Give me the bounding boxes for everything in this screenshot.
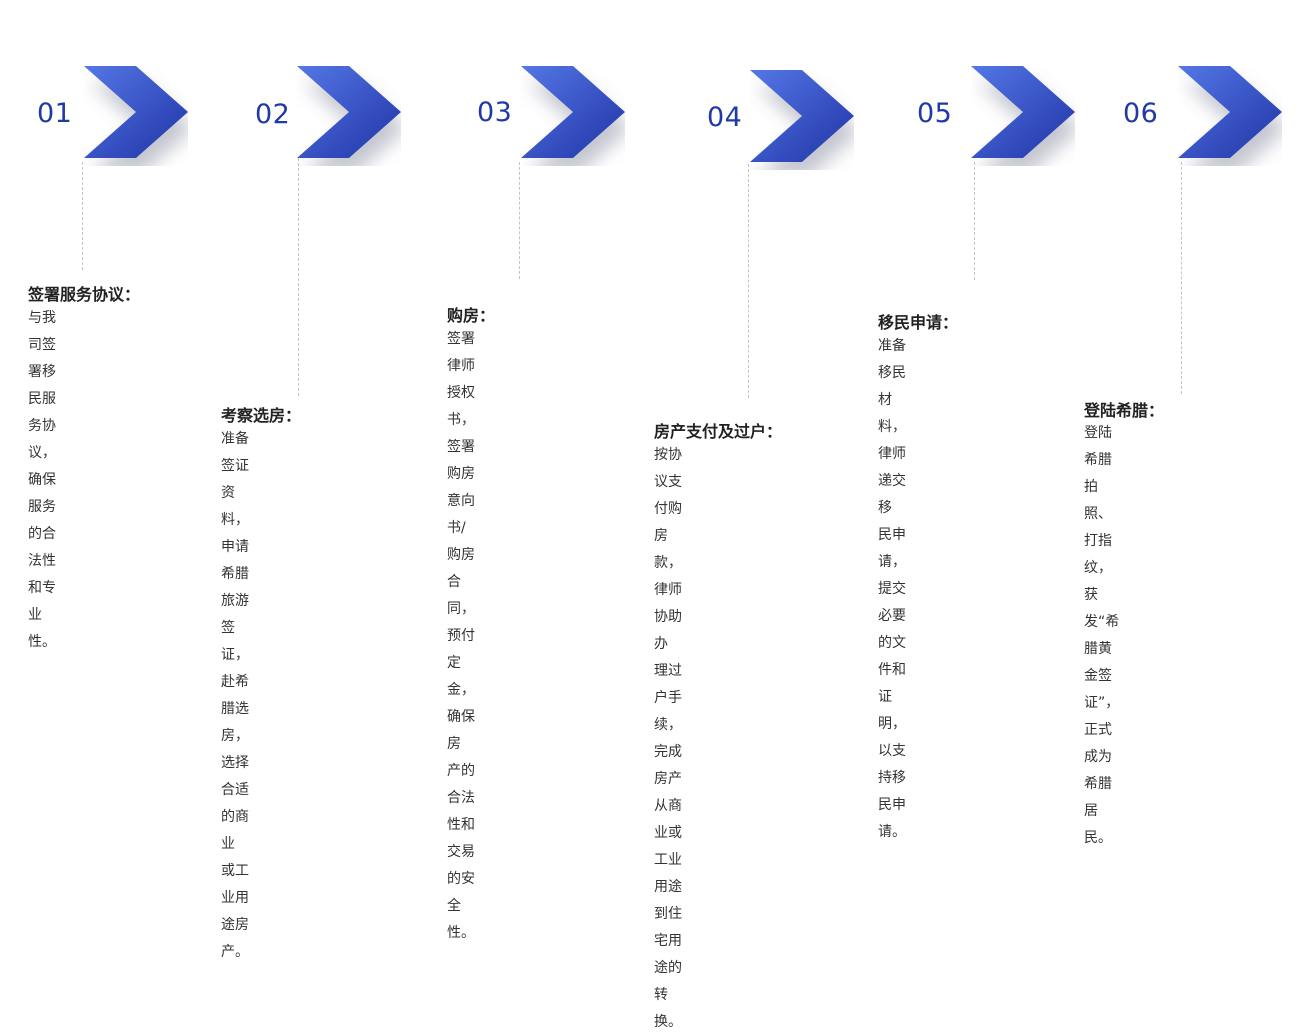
desc-line: 证明，以支持移民申请。 <box>878 689 906 840</box>
connector-line <box>1181 162 1182 394</box>
step-number: 05 <box>917 98 953 129</box>
desc-line: 理过户手续，完成房产从商业或 <box>654 663 682 841</box>
chevron-arrow-icon <box>750 70 854 162</box>
desc-line: 证，赴希腊选房，选择合适的商业 <box>221 647 249 852</box>
step-title: 登陆希腊： <box>1084 401 1165 420</box>
step-title: 房产支付及过户： <box>654 422 783 441</box>
chevron-arrow-icon <box>971 66 1075 158</box>
step-title: 签署服务协议： <box>28 285 141 304</box>
step-description: 按协议支付购房款，律师协助办 理过户手续，完成房产从商业或 工业用途到住宅用途的… <box>654 442 682 1036</box>
chevron-arrow-icon <box>1178 66 1282 158</box>
desc-line: 与我司签署移民服务协 <box>28 310 56 434</box>
step-number: 04 <box>707 102 743 133</box>
step-description: 准备移民材料，律师递交移 民申请，提交必要的文件和 证明，以支持移民申请。 <box>878 333 906 846</box>
desc-line: 和专业性。 <box>28 580 56 650</box>
step-title: 考察选房： <box>221 406 302 425</box>
step-number: 06 <box>1123 98 1159 129</box>
chevron-arrow-icon <box>297 66 401 158</box>
step-description: 准备签证资料，申请希腊旅游签 证，赴希腊选房，选择合适的商业 或工业用途房产。 <box>221 426 249 966</box>
connector-line <box>519 162 520 279</box>
step-title: 购房： <box>447 306 496 325</box>
step-description: 签署律师授权书，签署购房意向 书/购房合同，预付定金，确保房 产的合法性和交易的… <box>447 326 475 947</box>
step-number: 03 <box>477 97 513 128</box>
desc-line: 成为希腊居民。 <box>1084 749 1112 846</box>
desc-line: 准备签证资料，申请希腊旅游签 <box>221 431 249 636</box>
connector-line <box>974 162 975 280</box>
desc-line: 按协议支付购房款，律师协助办 <box>654 447 682 652</box>
desc-line: 准备移民材料，律师递交移 <box>878 338 906 516</box>
step-description: 登陆希腊拍照、打指纹，获 发“希腊黄金签证”，正式 成为希腊居民。 <box>1084 420 1119 852</box>
desc-line: 签署律师授权书，签署购房意向 <box>447 331 475 509</box>
desc-line: 登陆希腊拍照、打指纹，获 <box>1084 425 1112 603</box>
chevron-arrow-icon <box>84 66 188 158</box>
desc-line: 发“希腊黄金签证”，正式 <box>1084 614 1120 738</box>
desc-line: 工业用途到住宅用途的转换。 <box>654 852 682 1030</box>
connector-line <box>748 164 749 398</box>
connector-line <box>298 158 299 396</box>
desc-line: 书/购房合同，预付定金，确保房 <box>447 520 475 752</box>
chevron-arrow-icon <box>521 66 625 158</box>
step-number: 02 <box>255 99 291 130</box>
step-title: 移民申请： <box>878 313 959 332</box>
connector-line <box>82 162 83 270</box>
desc-line: 民申请，提交必要的文件和 <box>878 527 906 678</box>
desc-line: 或工业用途房产。 <box>221 863 249 960</box>
step-description: 与我司签署移民服务协 议，确保服务的合法性 和专业性。 <box>28 305 56 656</box>
desc-line: 产的合法性和交易的安全性。 <box>447 763 475 941</box>
desc-line: 议，确保服务的合法性 <box>28 445 56 569</box>
step-number: 01 <box>37 98 73 129</box>
